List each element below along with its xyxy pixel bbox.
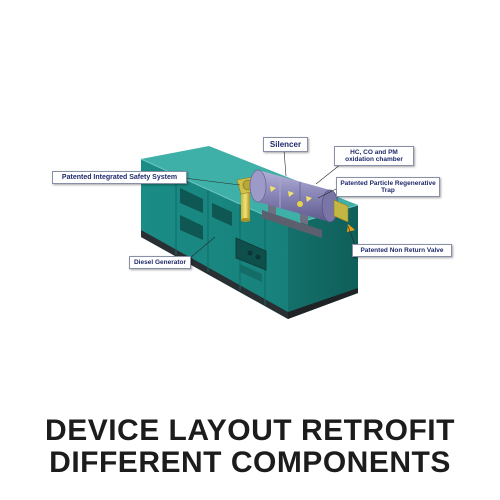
vent-grilles (180, 188, 232, 240)
label-diesel-generator: Diesel Generator (129, 256, 191, 269)
label-silencer: Silencer (263, 137, 308, 152)
non-return-valve (333, 199, 349, 223)
label-safety-system: Patented Integrated Safety System (52, 171, 187, 184)
retrofit-device (249, 169, 339, 223)
exhaust-pipe (241, 182, 250, 220)
label-non-return-valve: Patented Non Return Valve (352, 244, 452, 257)
outlet-flow-arrow (347, 224, 355, 232)
generator-base (141, 230, 288, 319)
label-particle-trap: Patented Particle Regenerative Trap (336, 177, 440, 197)
heading-line-2: DIFFERENT COMPONENTS (49, 446, 451, 479)
heading-line-1: DEVICE LAYOUT RETROFIT (45, 414, 455, 447)
label-oxidation-chamber: HC, CO and PM oxidation chamber (334, 146, 414, 166)
device-bracket (262, 210, 322, 238)
generator-front (141, 159, 288, 319)
generator-right-side (288, 205, 358, 319)
